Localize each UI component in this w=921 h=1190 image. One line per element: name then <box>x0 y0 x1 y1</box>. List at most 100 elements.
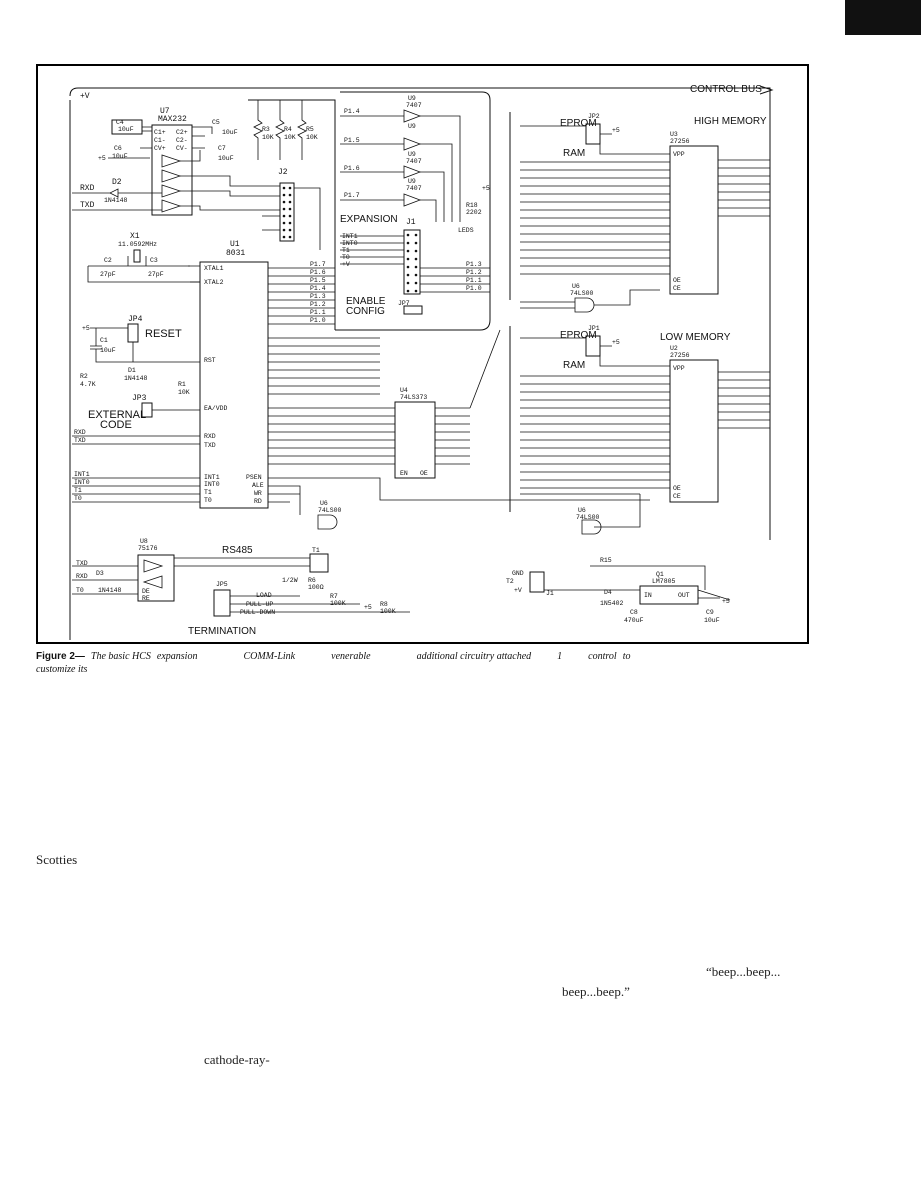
q1-label: Q1 <box>656 571 664 578</box>
txd-label: TXD <box>80 201 95 210</box>
u9c-part: 7407 <box>406 158 422 165</box>
pin-int0: INT0 <box>204 481 220 488</box>
max232-transceiver: U7 MAX232 C1+ C1- CV+ C2+ C2- CV- C4 10u… <box>72 107 280 216</box>
u4-oe: OE <box>420 470 428 477</box>
max232-label: MAX232 <box>158 115 187 124</box>
p15-net: P1.5 <box>310 277 326 284</box>
p16-net: P1.6 <box>310 269 326 276</box>
c5-label: C5 <box>212 119 220 126</box>
u6a-part: 74LS00 <box>318 507 342 514</box>
caption-part: venerable <box>331 651 371 662</box>
pin-t1: T1 <box>204 489 212 496</box>
u2-part: 27256 <box>670 352 690 359</box>
caption-part: The basic HCS <box>90 651 151 662</box>
high-memory: EPROM JP2 RAM +5 HIGH MEMORY U3 27256 VP… <box>509 112 771 540</box>
u9a-input: P1.4 <box>344 108 360 115</box>
bus-t1: T1 <box>74 487 82 494</box>
pin-ale: ALE <box>252 482 264 489</box>
pin-xtal1: XTAL1 <box>204 265 224 272</box>
d2-value: 1N4148 <box>104 197 128 204</box>
r6-wattage: 1/2W <box>282 577 298 584</box>
c5-value: 10uF <box>222 129 238 136</box>
u9c-input: P1.6 <box>344 165 360 172</box>
d3-label: D3 <box>96 570 104 577</box>
r2-label: R2 <box>80 373 88 380</box>
p14-net: P1.4 <box>310 285 326 292</box>
plus5-label: +5 <box>98 155 106 162</box>
code-label: CODE <box>100 419 132 431</box>
d1-value: 1N4148 <box>124 375 148 382</box>
bus-t0: T0 <box>74 495 82 502</box>
r3-value: 10K <box>262 134 274 141</box>
pin-c1n: C1- <box>154 137 166 144</box>
caption-part: COMM-Link <box>243 651 296 662</box>
pin-txd: TXD <box>204 442 216 449</box>
p10-net: P1.0 <box>310 317 326 324</box>
r5-value: 10K <box>306 134 318 141</box>
u6c-part: 74LS00 <box>576 514 600 521</box>
d3-value: 1N4148 <box>98 587 122 594</box>
jp2-plus5: +5 <box>612 127 620 134</box>
u9d-label: U9 <box>408 178 416 185</box>
low-memory-label: LOW MEMORY <box>660 332 731 343</box>
u8-de: DE <box>142 588 150 595</box>
r15-label: R15 <box>600 557 612 564</box>
u6b-label: U6 <box>572 283 580 290</box>
r18-label: R18 <box>466 202 478 209</box>
j1-v: +V <box>342 261 350 268</box>
power-j1-label: J1 <box>546 590 554 597</box>
u9b-input: P1.5 <box>344 137 360 144</box>
u4-part: 74LS373 <box>400 394 427 401</box>
schematic-diagram: CONTROL BUS +V U7 MAX232 C1+ C1- CV+ C2+… <box>69 84 774 640</box>
c8-value: 470uF <box>624 617 644 624</box>
pin-t0: T0 <box>204 497 212 504</box>
u3-label: U3 <box>670 131 678 138</box>
u9a-part: 7407 <box>406 102 422 109</box>
u4-en: EN <box>400 470 408 477</box>
u4-label: U4 <box>400 387 408 394</box>
t1-connector-label: T1 <box>312 547 320 554</box>
j1-p11: P1.1 <box>466 277 482 284</box>
pin-c1p: C1+ <box>154 129 166 136</box>
u6a-label: U6 <box>320 500 328 507</box>
p11-net: P1.1 <box>310 309 326 316</box>
r7-plus5: +5 <box>364 604 372 611</box>
pin-int1: INT1 <box>204 474 220 481</box>
enable-label: ENABLE <box>346 296 386 307</box>
u2-ce: CE <box>673 493 681 500</box>
pin-wr: WR <box>254 490 262 497</box>
caption-part: to <box>622 651 631 662</box>
x1-label: X1 <box>130 232 140 241</box>
r2-value: 4.7K <box>80 381 96 388</box>
caption-part: customize its <box>36 664 88 675</box>
j1-int1: INT1 <box>342 233 358 240</box>
corner-print-mark <box>845 0 921 35</box>
crystal-frequency: 11.0592MHz <box>118 241 157 248</box>
power-supply: GND T2 +V J1 R15 Q1 LM7805 IN OUT D4 1N5… <box>506 557 731 624</box>
j1-int0: INT0 <box>342 240 358 247</box>
rs485-t0: T0 <box>76 587 84 594</box>
j2-label: J2 <box>278 168 288 177</box>
r1-value: 10K <box>178 389 190 396</box>
u7-label: U7 <box>160 107 170 116</box>
u6-nand-gates: U6 74LS00 U6 74LS00 U6 74LS00 <box>317 283 660 535</box>
u6c-label: U6 <box>578 507 586 514</box>
c4-label: C4 <box>116 119 124 126</box>
r8-value: 100K <box>380 608 396 615</box>
u1-label: U1 <box>230 240 240 249</box>
r5-label: R5 <box>306 126 314 133</box>
u9c-label: U9 <box>408 151 416 158</box>
jp3-label: JP3 <box>132 394 147 403</box>
p12-net: P1.2 <box>310 301 326 308</box>
config-label: CONFIG <box>346 306 385 317</box>
reset-plus5: +5 <box>82 325 90 332</box>
pin-cvn: CV- <box>176 145 188 152</box>
u2-label: U2 <box>670 345 678 352</box>
caption-part: 1 <box>557 651 563 662</box>
j1-label: J1 <box>406 218 416 227</box>
reset-circuit: JP4 RESET +5 C1 10uF R2 4.7K D1 1N4148 R… <box>72 315 200 503</box>
ram-high-label: RAM <box>563 148 585 159</box>
c9-label: C9 <box>706 609 714 616</box>
u9d-part: 7407 <box>406 185 422 192</box>
control-bus-label: CONTROL BUS <box>690 84 762 95</box>
